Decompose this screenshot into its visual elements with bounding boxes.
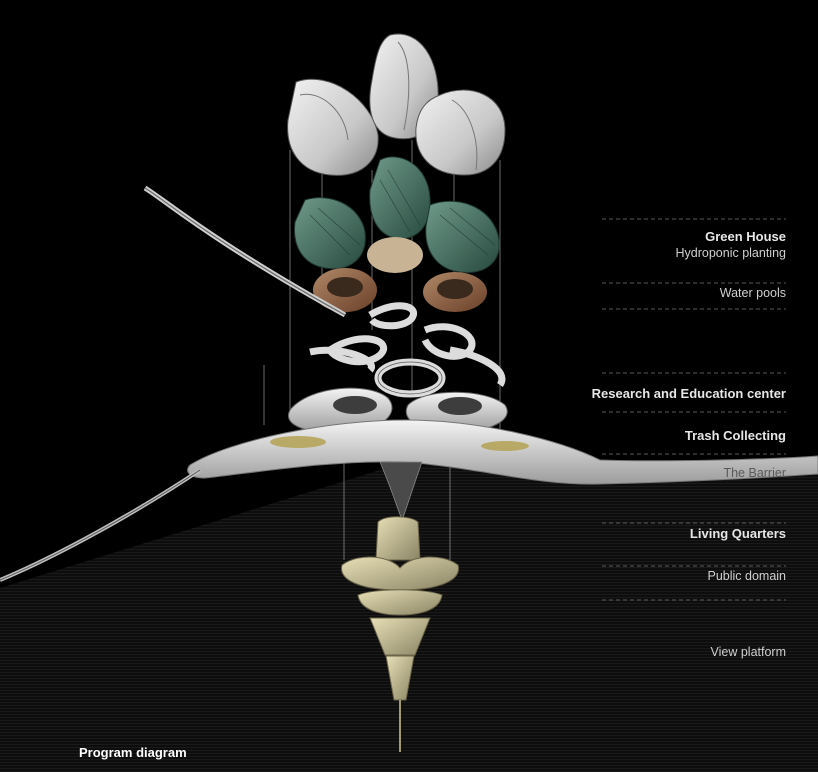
label-barrier: The Barrier <box>723 466 786 480</box>
label-water-pools: Water pools <box>719 286 786 300</box>
sea-area <box>0 462 818 772</box>
view-platform <box>385 655 415 752</box>
diagram-title: Program diagram <box>79 745 187 760</box>
shell-right <box>415 89 506 176</box>
shell-left <box>287 78 379 176</box>
research-rings <box>309 302 506 398</box>
label-trash: Trash Collecting <box>684 428 786 443</box>
living-quarters <box>341 516 459 656</box>
water-pools <box>313 237 487 312</box>
label-public: Public domain <box>707 569 786 583</box>
label-hydroponic: Hydroponic planting <box>675 246 787 260</box>
barrier-platform <box>0 419 818 582</box>
label-green-house: Green House <box>705 229 786 244</box>
upper-arm <box>143 185 347 318</box>
label-view: View platform <box>710 645 787 659</box>
label-living: Living Quarters <box>689 526 786 541</box>
greenhouse-modules <box>293 156 500 273</box>
label-research: Research and Education center <box>591 386 786 401</box>
label-separators <box>602 218 786 601</box>
greenhouse-shells <box>287 33 506 176</box>
